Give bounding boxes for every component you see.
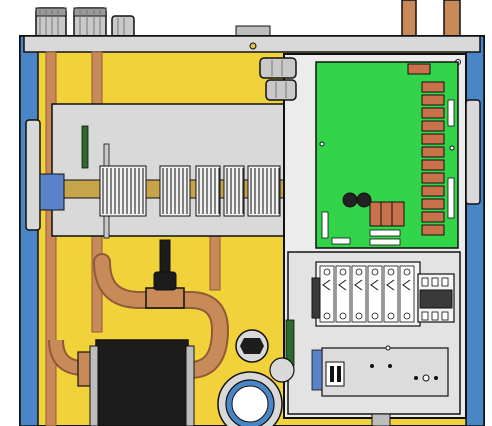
top-pipes xyxy=(235,0,461,37)
pcb-relay xyxy=(421,120,445,132)
pcb-relay xyxy=(421,224,445,236)
pcb-relay xyxy=(421,172,445,184)
terminal-module xyxy=(195,165,221,217)
pcb-relay xyxy=(421,159,445,171)
pcb-relay xyxy=(421,146,445,158)
pcb-relay xyxy=(421,185,445,197)
control-board xyxy=(315,61,459,249)
copper-pipework xyxy=(48,253,230,387)
pcb-relay xyxy=(421,107,445,119)
side-cable-glands xyxy=(259,57,297,101)
din-rail-terminal-block xyxy=(39,165,285,217)
circulation-pump xyxy=(217,329,295,426)
circuit-breaker xyxy=(335,265,351,323)
circuit-breaker xyxy=(351,265,367,323)
circuit-breaker xyxy=(399,265,415,323)
pcb-relay xyxy=(421,94,445,106)
top-cable-glands xyxy=(35,7,135,39)
power-contactor xyxy=(417,273,455,323)
pcb-relay xyxy=(421,211,445,223)
temperature-sensor xyxy=(153,239,177,291)
power-supply-module xyxy=(311,345,449,426)
pcb-relay xyxy=(421,133,445,145)
pcb-relay xyxy=(421,198,445,210)
pcb-relay xyxy=(421,81,445,93)
circuit-breaker xyxy=(383,265,399,323)
terminal-mounting-plate xyxy=(25,103,287,239)
circuit-breaker xyxy=(367,265,383,323)
heating-element xyxy=(89,339,195,426)
